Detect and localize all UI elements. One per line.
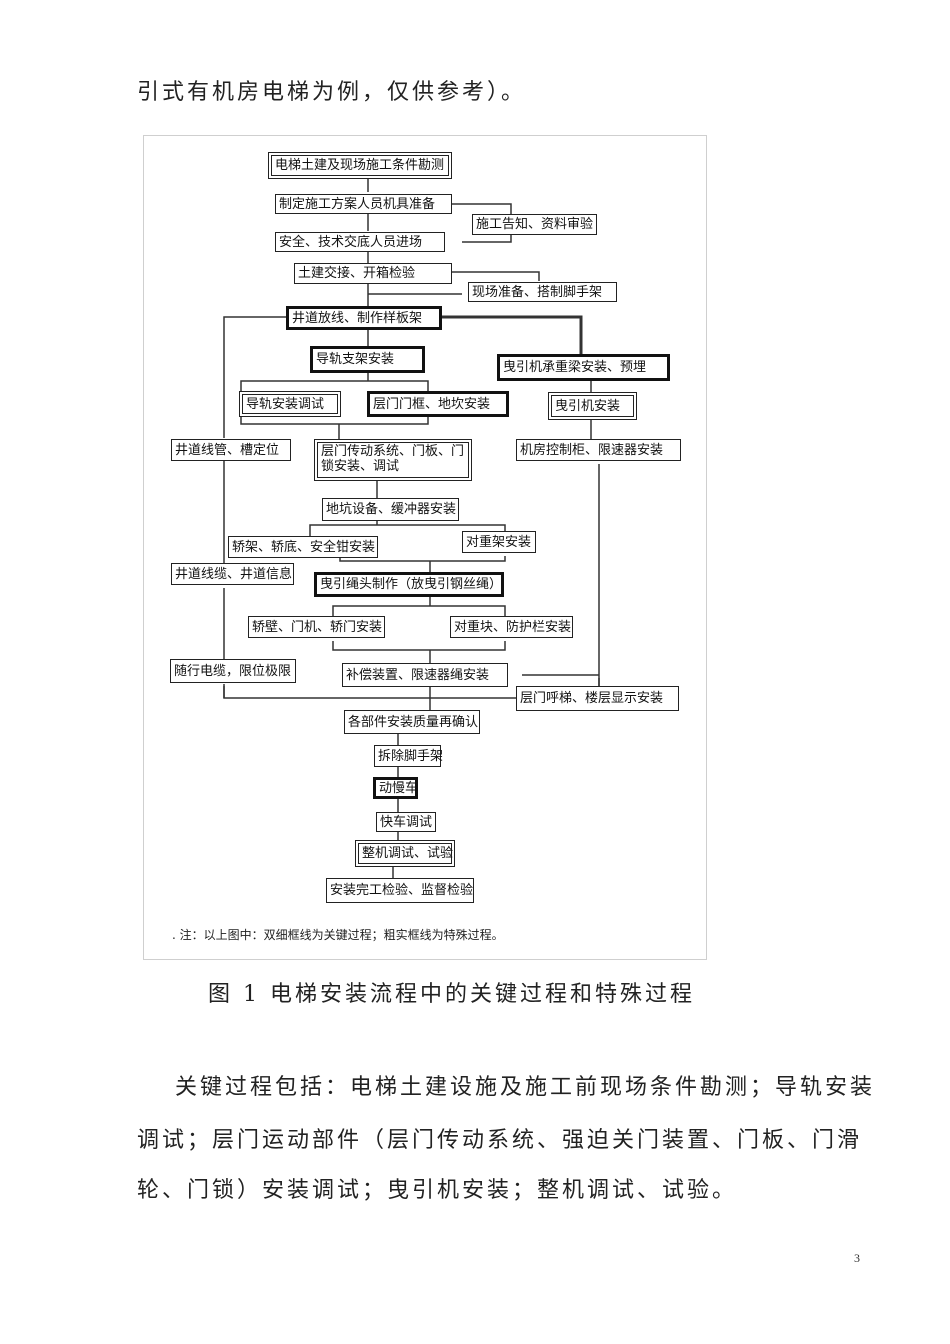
node-label: 随行电缆，限位极限 bbox=[174, 663, 292, 679]
node-label: 快车调试 bbox=[380, 814, 433, 830]
node-label: 动慢车 bbox=[379, 780, 419, 796]
node-label: 补偿装置、限速器绳安装 bbox=[346, 667, 490, 683]
flow-node-construction-notice: 施工告知、资料审验 bbox=[472, 214, 597, 235]
flow-node-rail-bracket: 导轨支架安装 bbox=[310, 346, 425, 373]
flow-node-slow-run: 动慢车 bbox=[373, 777, 418, 799]
flow-node-car-wall: 轿壁、门机、轿门安装 bbox=[248, 616, 385, 638]
figure-caption: 图 1 电梯安装流程中的关键过程和特殊过程 bbox=[208, 982, 695, 1007]
page-number: 3 bbox=[854, 1251, 860, 1265]
flow-node-control-cabinet: 机房控制柜、限速器安装 bbox=[516, 439, 681, 461]
flow-node-site-survey: 电梯土建及现场施工条件勘测 bbox=[268, 152, 452, 179]
node-label: 轿架、轿底、安全钳安装 bbox=[232, 539, 376, 555]
flow-node-construction-plan: 制定施工方案人员机具准备 bbox=[275, 194, 452, 214]
node-label: 轿壁、门机、轿门安装 bbox=[252, 619, 383, 635]
flow-node-machine-beam: 曳引机承重梁安装、预埋 bbox=[497, 354, 670, 381]
flow-node-counterweight-frame: 对重架安装 bbox=[462, 531, 536, 553]
node-label: 井道线管、槽定位 bbox=[175, 442, 280, 458]
node-label: 制定施工方案人员机具准备 bbox=[279, 196, 436, 212]
node-label: 对重块、防护栏安装 bbox=[454, 619, 572, 635]
node-label: 导轨支架安装 bbox=[316, 352, 395, 367]
flow-node-compensation: 补偿装置、限速器绳安装 bbox=[342, 663, 508, 687]
body-line-3: 轮、门锁）安装调试；曳引机安装；整机调试、试验。 bbox=[137, 1178, 738, 1203]
node-label: 层门呼梯、楼层显示安装 bbox=[520, 691, 664, 706]
flow-node-pit-buffer: 地坑设备、缓冲器安装 bbox=[322, 498, 459, 521]
node-label: 安全、技术交底人员进场 bbox=[279, 234, 423, 250]
flow-node-traveling-cable: 随行电缆，限位极限 bbox=[170, 659, 296, 683]
connector-lines bbox=[223, 178, 600, 878]
node-label: 层门传动系统、门板、门锁安装、调试 bbox=[321, 444, 465, 474]
flow-node-safety-briefing: 安全、技术交底人员进场 bbox=[275, 232, 445, 252]
flow-node-landing-door-system: 层门传动系统、门板、门锁安装、调试 bbox=[314, 439, 472, 481]
node-label: 井道线缆、井道信息 bbox=[175, 566, 293, 582]
flow-node-civil-handover: 土建交接、开箱检验 bbox=[294, 263, 452, 284]
flow-node-fast-run: 快车调试 bbox=[376, 812, 436, 832]
node-label: 层门门框、地坎安装 bbox=[373, 396, 491, 412]
node-label: 曳引机承重梁安装、预埋 bbox=[503, 360, 647, 375]
flow-node-rail-adjust: 导轨安装调试 bbox=[239, 391, 341, 417]
node-label: 井道放线、制作样板架 bbox=[292, 310, 423, 326]
flow-node-hall-call: 层门呼梯、楼层显示安装 bbox=[516, 686, 679, 711]
flow-node-car-frame: 轿架、轿底、安全钳安装 bbox=[228, 536, 378, 558]
node-label: 导轨安装调试 bbox=[246, 396, 325, 412]
flow-node-landing-door-frame: 层门门框、地坎安装 bbox=[367, 391, 509, 417]
node-label: 对重架安装 bbox=[466, 534, 532, 550]
flow-node-counterweight-block: 对重块、防护栏安装 bbox=[450, 616, 573, 638]
flow-node-shaft-cable: 井道线缆、井道信息 bbox=[171, 563, 294, 585]
intro-line: 引式有机房电梯为例，仅供参考）。 bbox=[137, 80, 527, 105]
node-label: 安装完工检验、监督检验 bbox=[330, 883, 474, 898]
node-label: 机房控制柜、限速器安装 bbox=[520, 442, 664, 458]
node-label: 曳引机安装 bbox=[555, 398, 621, 414]
flow-node-remove-scaffold: 拆除脚手架 bbox=[374, 745, 444, 767]
flow-node-shaft-conduit: 井道线管、槽定位 bbox=[171, 439, 291, 461]
body-line-2: 调试；层门运动部件（层门传动系统、强迫关门装置、门板、门滑 bbox=[137, 1128, 863, 1153]
flow-node-quality-recheck: 各部件安装质量再确认 bbox=[344, 710, 480, 734]
node-label: 曳引绳头制作（放曳引钢丝绳） bbox=[320, 577, 503, 592]
node-label: 现场准备、搭制脚手架 bbox=[472, 284, 603, 300]
flow-node-scaffold: 现场准备、搭制脚手架 bbox=[468, 282, 617, 302]
node-label: 土建交接、开箱检验 bbox=[298, 266, 416, 281]
flow-node-rope-head: 曳引绳头制作（放曳引钢丝绳） bbox=[314, 572, 504, 597]
flow-node-shaft-layout: 井道放线、制作样板架 bbox=[286, 306, 442, 330]
flow-node-traction-machine: 曳引机安装 bbox=[548, 392, 637, 420]
flowchart-figure: 电梯土建及现场施工条件勘测 制定施工方案人员机具准备 施工告知、资料审验 安全、… bbox=[143, 135, 707, 960]
figure-note: . 注：以上图中：双细框线为关键过程；粗实框线为特殊过程。 bbox=[172, 928, 504, 942]
node-label: 整机调试、试验 bbox=[362, 846, 454, 861]
flow-node-full-test: 整机调试、试验 bbox=[355, 840, 455, 867]
flow-node-final-inspection: 安装完工检验、监督检验 bbox=[326, 878, 474, 903]
node-label: 各部件安装质量再确认 bbox=[348, 714, 479, 730]
node-label: 拆除脚手架 bbox=[378, 748, 444, 764]
node-label: 电梯土建及现场施工条件勘测 bbox=[275, 158, 445, 173]
body-line-1: 关键过程包括：电梯土建设施及施工前现场条件勘测；导轨安装 bbox=[175, 1075, 876, 1100]
node-label: 施工告知、资料审验 bbox=[476, 217, 594, 232]
node-label: 地坑设备、缓冲器安装 bbox=[326, 502, 457, 517]
